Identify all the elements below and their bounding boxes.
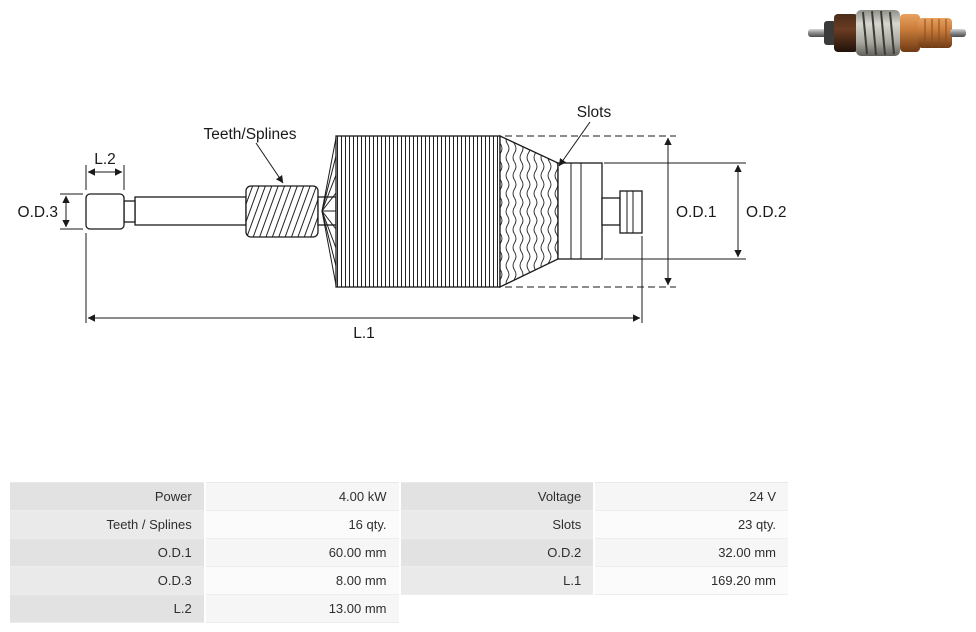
spec-label-l1: L.1: [399, 566, 596, 595]
spec-label-voltage: Voltage: [399, 482, 596, 511]
spec-table: Power 4.00 kW Voltage 24 V Teeth / Splin…: [10, 482, 790, 623]
winding-fan: [321, 137, 337, 286]
spec-value-power: 4.00 kW: [204, 482, 401, 511]
spec-row-power-voltage: Power 4.00 kW Voltage 24 V: [10, 482, 790, 511]
spec-label-l2: L.2: [10, 594, 206, 623]
shaft: [134, 196, 247, 226]
photo-commutator: [918, 18, 952, 48]
spec-label-od2: O.D.2: [399, 538, 596, 567]
dimension-lines: [60, 121, 746, 323]
spec-value-l2: 13.00 mm: [204, 594, 401, 623]
spec-value-slots: 23 qty.: [594, 510, 790, 539]
spec-value-teeth: 16 qty.: [204, 510, 401, 539]
spec-row-od3-l1: O.D.3 8.00 mm L.1 169.20 mm: [10, 566, 790, 595]
leader-slots: [558, 121, 591, 167]
shaft-neck: [123, 200, 136, 223]
spec-row-l2: L.2 13.00 mm: [10, 594, 789, 623]
end-journal: [619, 190, 643, 234]
dim-label-l1: L.1: [353, 325, 375, 342]
spec-empty-cell: [400, 595, 595, 623]
photo-commutator-segments: [924, 19, 947, 47]
armature-outline: [85, 134, 643, 289]
spec-value-od3: 8.00 mm: [204, 566, 401, 595]
spec-value-l1: 169.20 mm: [594, 566, 790, 595]
spec-label-slots: Slots: [399, 510, 596, 539]
photo-winding-left: [834, 14, 858, 52]
spec-label-teeth: Teeth / Splines: [10, 510, 206, 539]
spec-empty-cell: [594, 595, 789, 623]
label-slots: Slots: [577, 104, 612, 121]
shaft-end-cap: [85, 193, 125, 230]
dimension-labels: L.2 O.D.3 Teeth/Splines Slots O.D.1 O.D.…: [18, 104, 787, 342]
dim-label-l2: L.2: [94, 151, 116, 168]
end-shaft: [601, 197, 621, 226]
dim-label-od3: O.D.3: [18, 204, 58, 221]
commutator: [557, 162, 603, 260]
photo-collar: [824, 21, 836, 45]
lamination-core: [335, 135, 501, 288]
photo-shaft-right: [950, 29, 966, 37]
spec-value-od1: 60.00 mm: [204, 538, 401, 567]
product-photo-image: [808, 10, 966, 56]
armature-technical-diagram: L.2 O.D.3 Teeth/Splines Slots O.D.1 O.D.…: [18, 104, 787, 342]
dim-label-od2: O.D.2: [746, 204, 786, 221]
photo-core-slots: [862, 10, 895, 56]
winding-ends: [499, 134, 559, 289]
label-teeth-splines: Teeth/Splines: [203, 126, 296, 143]
spec-row-teeth-slots: Teeth / Splines 16 qty. Slots 23 qty.: [10, 510, 790, 539]
spec-row-od1-od2: O.D.1 60.00 mm O.D.2 32.00 mm: [10, 538, 790, 567]
dim-label-od1: O.D.1: [676, 204, 716, 221]
spec-label-od1: O.D.1: [10, 538, 206, 567]
photo-winding-right: [900, 14, 920, 52]
spline-section: [245, 185, 319, 238]
spec-value-od2: 32.00 mm: [594, 538, 790, 567]
spec-value-voltage: 24 V: [594, 482, 790, 511]
spec-label-power: Power: [10, 482, 206, 511]
product-photo: [806, 4, 970, 62]
spec-label-od3: O.D.3: [10, 566, 206, 595]
leader-teeth-splines: [255, 142, 284, 184]
